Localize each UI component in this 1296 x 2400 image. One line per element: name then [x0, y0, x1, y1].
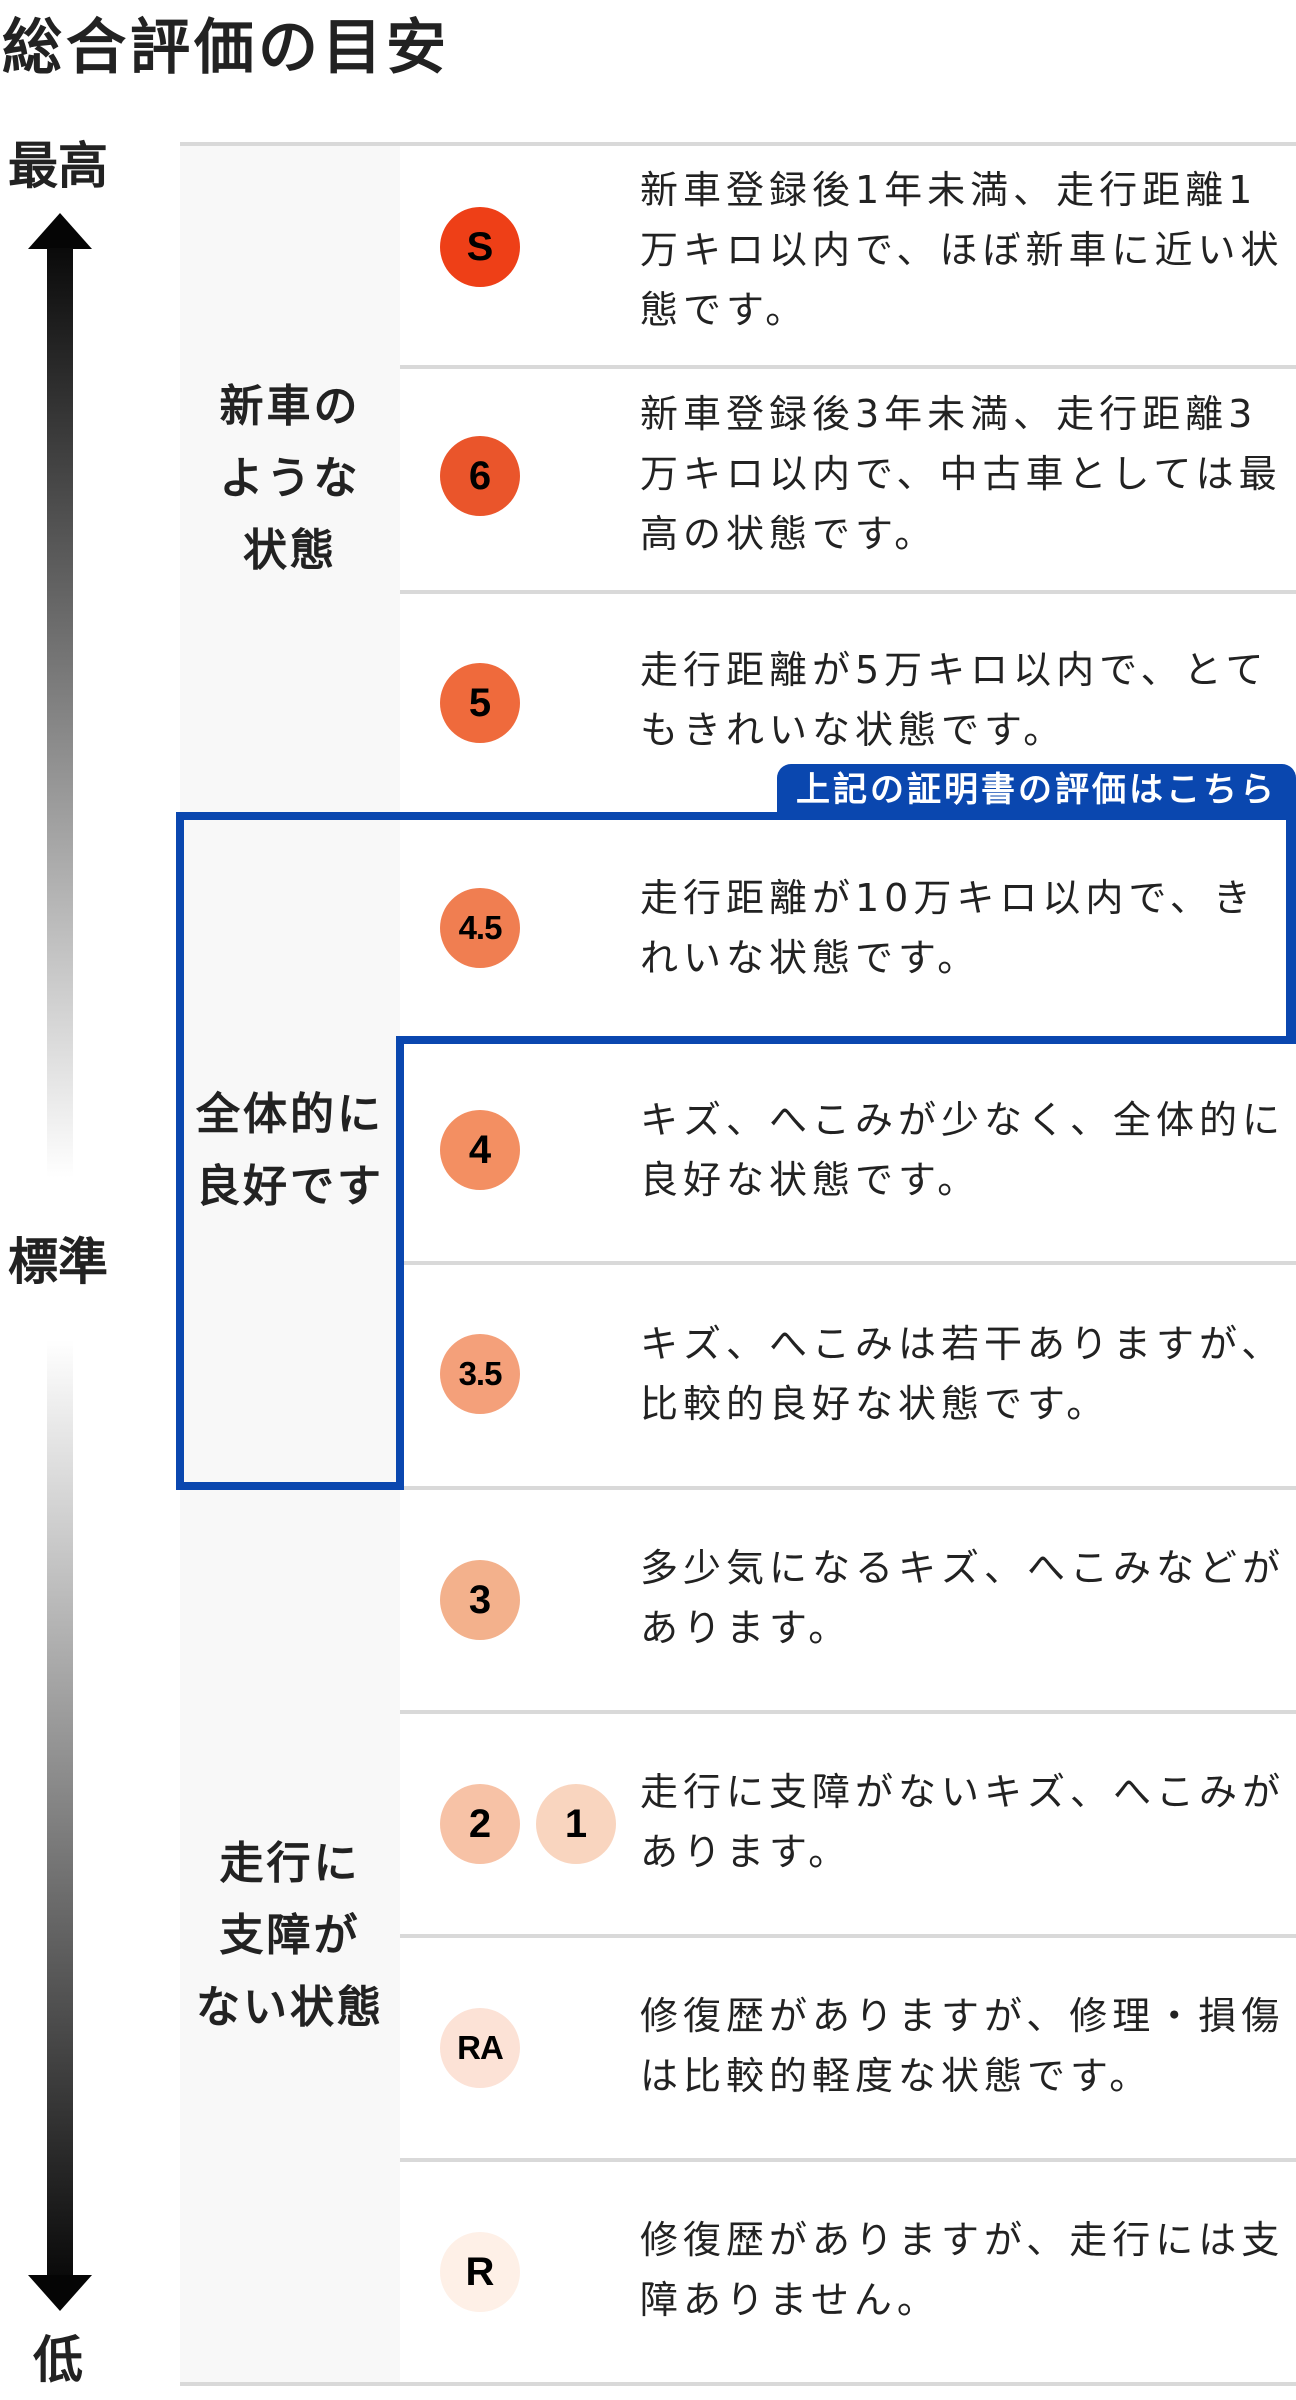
grade-description: 修復歴がありますが、修理・損傷は比較的軽度な状態です。	[640, 1994, 1285, 2098]
grade-badge: 4.5	[440, 888, 520, 968]
grade-description: 新車登録後1年未満、走行距離1万キロ以内で、ほぼ新車に近い状態です。	[640, 168, 1284, 332]
grade-badge: 5	[440, 663, 520, 743]
group-label-line: 状態	[243, 525, 337, 576]
grade-description: 多少気になるキズ、へこみなどがあります。	[640, 1546, 1286, 1650]
row-divider	[400, 1710, 1296, 1714]
row-divider	[400, 1486, 1296, 1490]
group-label-line: 良好です	[196, 1161, 384, 1212]
highlight-border-inner	[396, 1036, 404, 1490]
row-divider	[400, 1934, 1296, 1938]
grade-badge: RA	[440, 2008, 520, 2088]
group-label-line: ような	[219, 453, 361, 504]
highlight-border-right	[1286, 812, 1296, 1044]
group-label-line: 支障が	[219, 1910, 361, 1961]
row-divider	[400, 1261, 1296, 1265]
highlight-border-bottom	[176, 1482, 404, 1490]
row-divider	[400, 590, 1296, 594]
grade-badge: 1	[536, 1784, 616, 1864]
grade-description: キズ、へこみは若干ありますが、比較的良好な状態です。	[640, 1322, 1285, 1426]
table-bottom-border	[180, 2382, 1296, 2386]
group-label-line: ない状態	[196, 1982, 384, 2033]
group-label-line: 新車の	[219, 381, 361, 432]
grade-badge: 3.5	[440, 1334, 520, 1414]
table-top-border	[180, 142, 1296, 146]
grade-badge: 2	[440, 1784, 520, 1864]
row-divider	[400, 2158, 1296, 2162]
row-divider	[400, 365, 1296, 369]
scale-middle-label: 標準	[8, 1233, 108, 1291]
page-title: 総合評価の目安	[2, 13, 450, 83]
grade-badge: 3	[440, 1560, 520, 1640]
scale-top-label: 最高	[8, 137, 108, 195]
group-label-like-new: 新車の ような 状態	[180, 146, 400, 812]
grade-description: 新車登録後3年未満、走行距離3万キロ以内で、中古車としては最高の状態です。	[640, 392, 1282, 556]
group-label-line: 走行に	[219, 1838, 361, 1889]
group-column	[180, 146, 400, 2382]
group-label-line: 全体的に	[196, 1089, 384, 1140]
scale-upper-shaft	[47, 248, 73, 1178]
grade-description: 走行距離が10万キロ以内で、きれいな状態です。	[640, 876, 1256, 980]
highlight-border-step	[396, 1036, 1296, 1044]
highlight-border-top	[176, 812, 1296, 820]
certificate-grade-tab: 上記の証明書の評価はこちら	[777, 764, 1296, 816]
grade-badge: R	[440, 2232, 520, 2312]
grade-description: キズ、へこみが少なく、全体的に良好な状態です。	[640, 1098, 1286, 1202]
scale-bottom-label: 低	[33, 2331, 83, 2389]
grade-badge: 6	[440, 436, 520, 516]
group-label-no-driving-issue: 走行に 支障が ない状態	[180, 1490, 400, 2382]
arrow-down-icon	[28, 2275, 92, 2311]
group-label-good-overall: 全体的に 良好です	[180, 820, 400, 1482]
scale-lower-shaft	[47, 1340, 73, 2276]
grade-description: 走行に支障がないキズ、へこみがあります。	[640, 1770, 1286, 1874]
grade-badge: S	[440, 207, 520, 287]
grade-description: 走行距離が5万キロ以内で、とてもきれいな状態です。	[640, 648, 1269, 752]
grade-description: 修復歴がありますが、走行には支障ありません。	[640, 2218, 1285, 2322]
arrow-up-icon	[28, 213, 92, 249]
grade-badge: 4	[440, 1110, 520, 1190]
highlight-border-left	[176, 812, 184, 1490]
